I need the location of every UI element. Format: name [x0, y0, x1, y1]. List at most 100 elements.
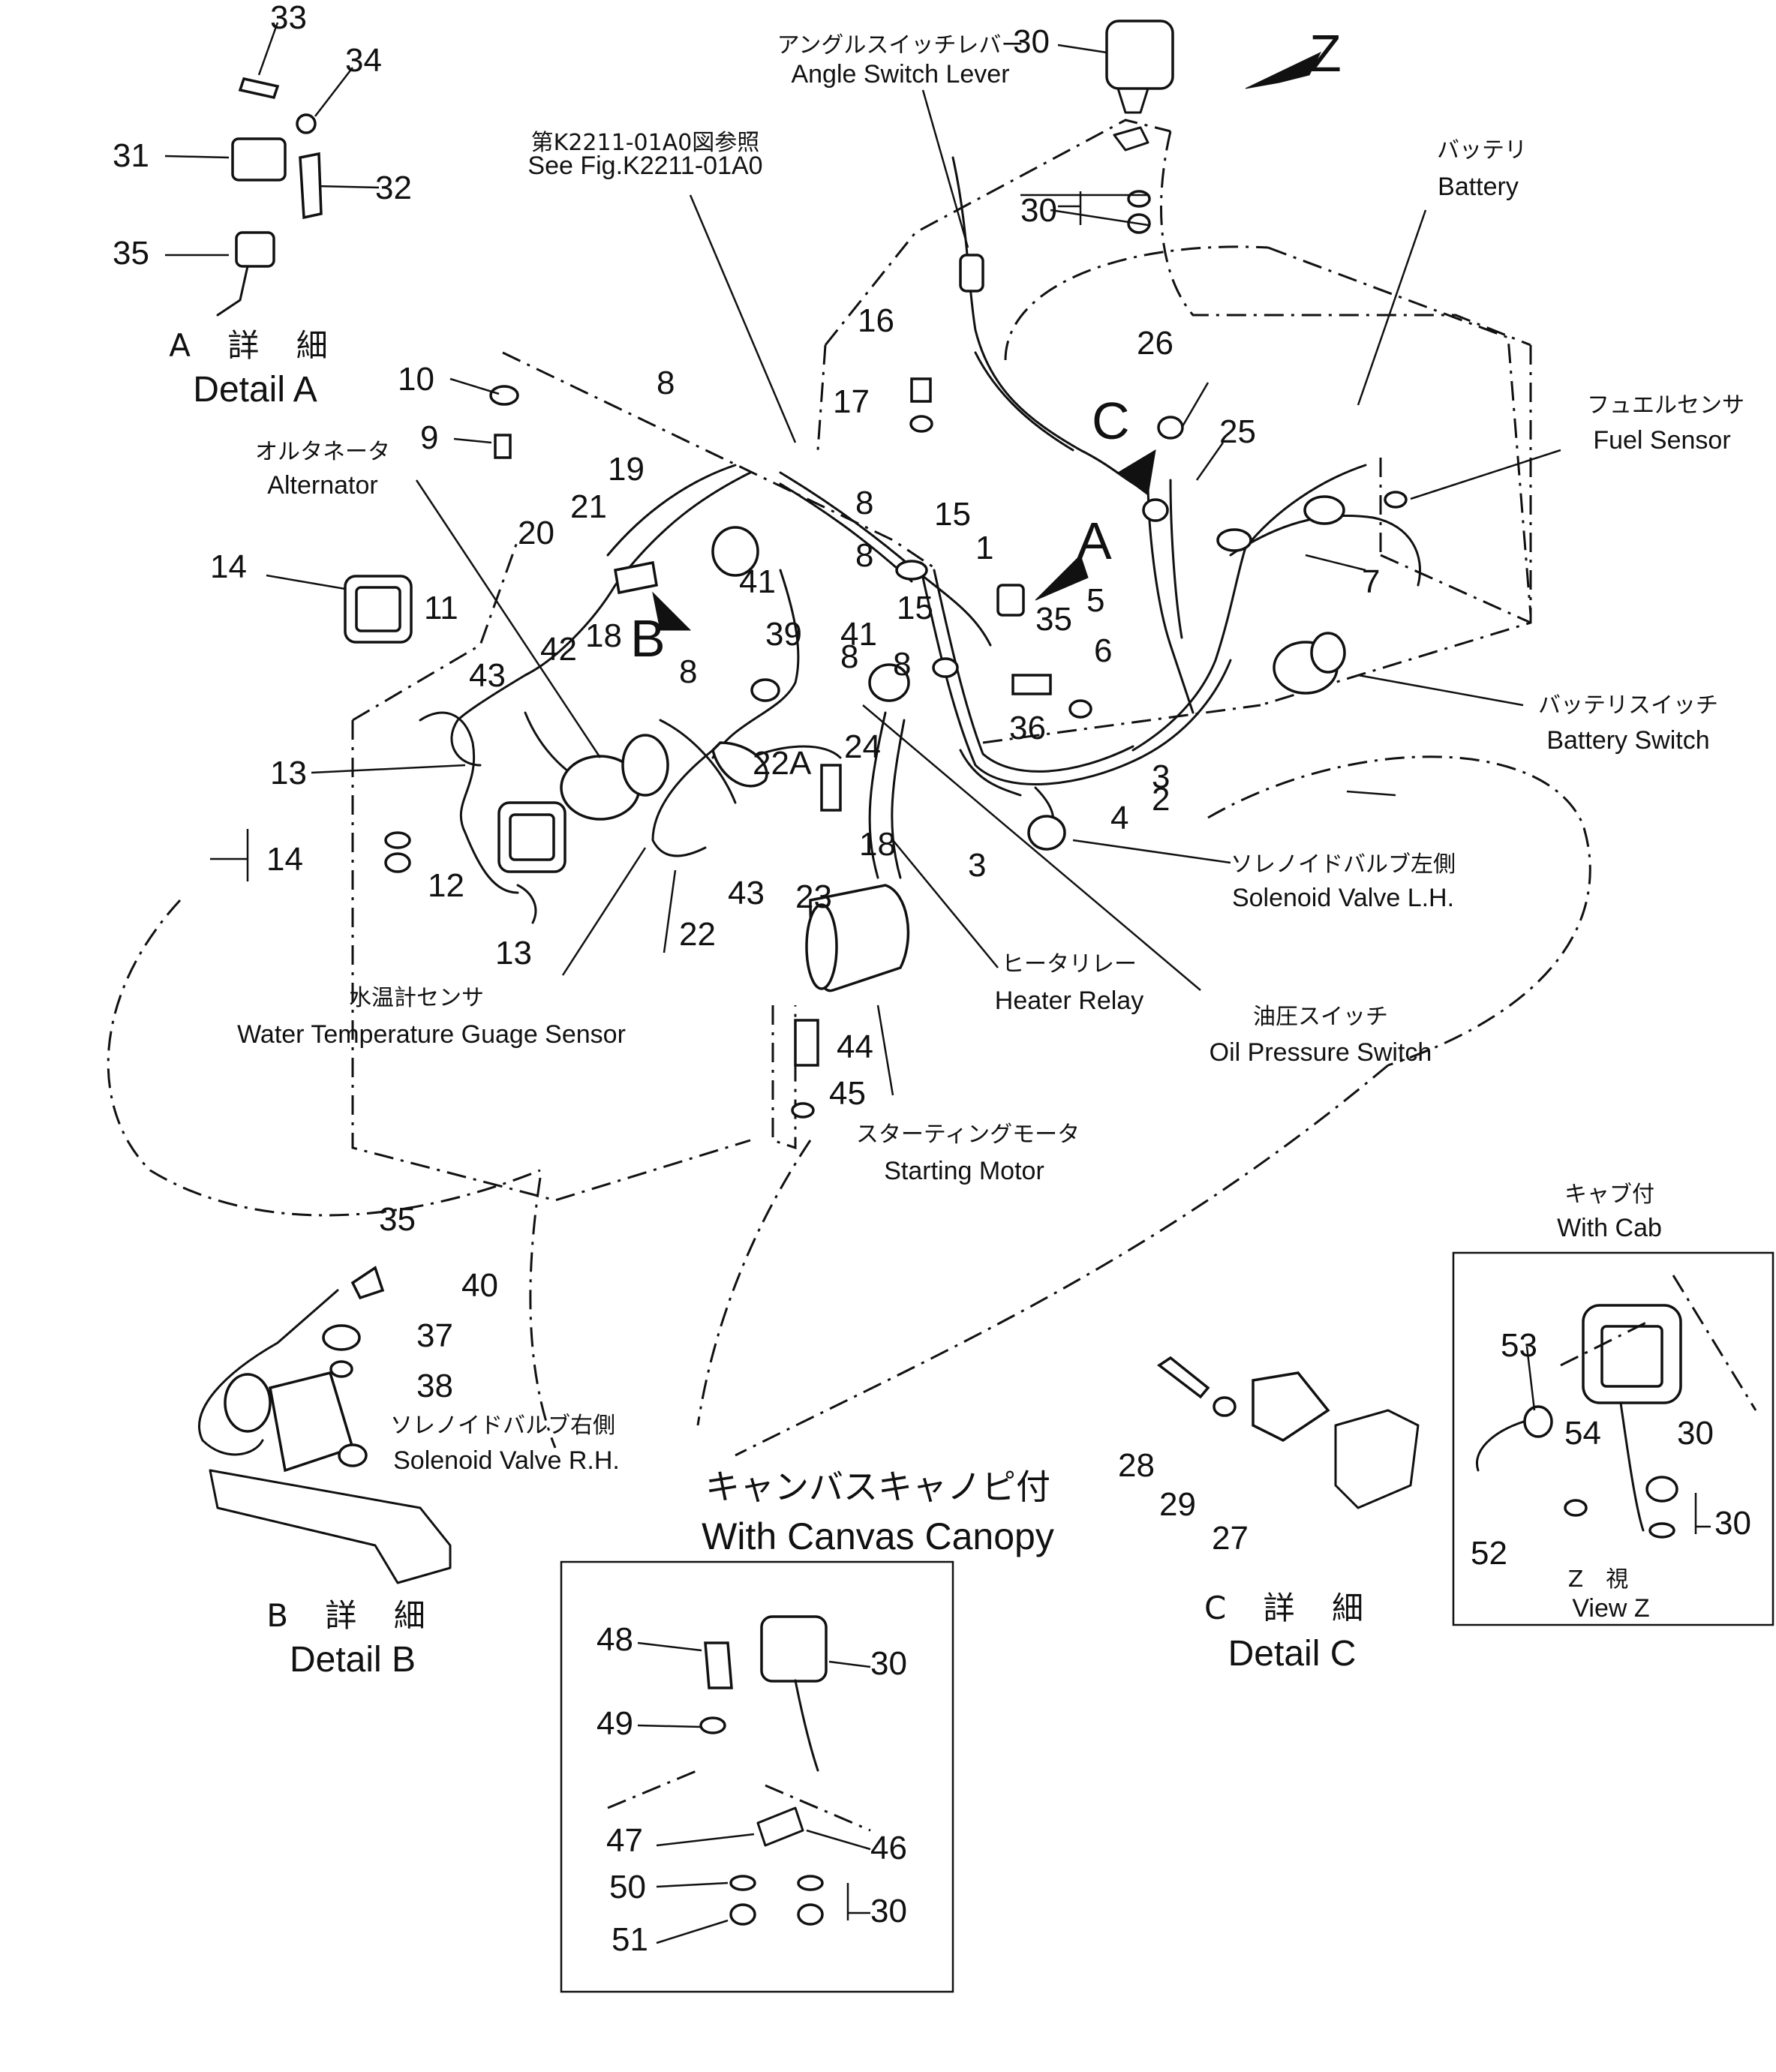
- callout: 2: [1152, 781, 1170, 818]
- detail-b: [198, 1266, 452, 1584]
- fuel-sensor-en: Fuel Sensor: [1593, 426, 1730, 455]
- solenoid-valve-lh: [1027, 815, 1066, 851]
- callout: 8: [657, 365, 675, 401]
- part-callouts: 33 34 31 32 35 30 30 10 9 16 17 8 19 8 2…: [113, 0, 1751, 1958]
- callout: 43: [469, 657, 506, 694]
- fuel-sensor: [1303, 495, 1345, 525]
- arrow-z: [1245, 51, 1322, 89]
- switch-27: [1252, 1371, 1330, 1443]
- heater-relay-en: Heater Relay: [995, 986, 1143, 1015]
- view-z-en: View Z: [1572, 1594, 1649, 1623]
- callout: 33: [270, 0, 307, 36]
- detail-c-jp: C 詳 細: [1204, 1590, 1377, 1626]
- callout: 25: [1219, 413, 1256, 450]
- callout: 3: [1152, 758, 1170, 795]
- callout: 46: [870, 1830, 907, 1866]
- bolt-16: [910, 377, 932, 403]
- letter-z: Z: [1309, 24, 1342, 83]
- water-temp-en: Water Temperature Guage Sensor: [237, 1020, 626, 1049]
- callout: 22A: [753, 745, 812, 782]
- callout: 28: [1118, 1447, 1155, 1484]
- bolt-48: [704, 1641, 733, 1689]
- callout: 8: [855, 537, 873, 574]
- callout: 41: [739, 563, 776, 600]
- component-labels: アングルスイッチレバー Angle Switch Lever 第K2211-01…: [237, 32, 1744, 1623]
- callout: 51: [612, 1921, 648, 1958]
- bracket-32: [299, 152, 323, 220]
- washer-45: [791, 1102, 815, 1119]
- see-fig-en: See Fig.K2211-01A0: [527, 152, 762, 180]
- callout: 36: [1009, 710, 1046, 746]
- callout: 32: [375, 170, 412, 206]
- callout: 23: [795, 878, 832, 915]
- callout: 44: [837, 1028, 873, 1065]
- work-lamp-top: [1105, 20, 1174, 90]
- callout: 47: [606, 1822, 643, 1859]
- callout: 13: [495, 935, 532, 971]
- callout: 6: [1094, 632, 1112, 669]
- callout: 35: [379, 1201, 416, 1238]
- battery-switch-jp: バッテリスイッチ: [1538, 692, 1718, 719]
- view-arrows: [652, 51, 1322, 631]
- washer-29: [1213, 1396, 1237, 1417]
- callout: 30: [1714, 1505, 1751, 1542]
- callout: 42: [540, 631, 577, 668]
- callout: 9: [420, 419, 438, 456]
- callout: 40: [461, 1267, 498, 1304]
- callout: 53: [1501, 1327, 1537, 1364]
- callout: 27: [1212, 1520, 1249, 1557]
- callout: 8: [893, 646, 911, 683]
- callout: 19: [608, 451, 645, 488]
- callout: 24: [844, 728, 881, 765]
- solenoid-lh-en: Solenoid Valve L.H.: [1232, 884, 1454, 912]
- washer-17: [909, 415, 933, 433]
- callout: 50: [609, 1869, 646, 1905]
- heater-relay-jp: ヒータリレー: [1002, 951, 1137, 977]
- callout: 14: [266, 841, 303, 878]
- callout: 34: [345, 42, 382, 79]
- view-letters: Z C A B: [630, 24, 1342, 668]
- callout: 52: [1471, 1535, 1507, 1572]
- callout: 18: [585, 617, 622, 654]
- callout: 7: [1362, 563, 1380, 600]
- detail-captions: A 詳 細 Detail A B 詳 細 Detail B C 詳 細 Deta…: [169, 327, 1377, 1680]
- angle-switch-lever-jp: アングルスイッチレバー: [777, 32, 1024, 59]
- machine-body-outline: [107, 119, 1591, 1457]
- angle-switch-connector: [959, 254, 984, 293]
- callout: 1: [975, 530, 993, 566]
- detail-a: [216, 77, 323, 317]
- water-temp-jp: 水温計センサ: [349, 985, 484, 1011]
- callout: 15: [897, 590, 933, 626]
- view-z-jp: Z 視: [1568, 1566, 1629, 1593]
- callout: 21: [570, 488, 607, 525]
- washer-10: [489, 385, 519, 406]
- callout: 26: [1137, 325, 1173, 362]
- alternator-jp: オルタネータ: [255, 439, 390, 465]
- angle-switch-lever-en: Angle Switch Lever: [791, 60, 1009, 89]
- battery-en: Battery: [1438, 173, 1519, 201]
- callout: 49: [597, 1705, 633, 1742]
- callout: 29: [1159, 1486, 1196, 1523]
- callout: 30: [1677, 1415, 1714, 1452]
- callout: 3: [968, 847, 986, 884]
- callout: 17: [833, 383, 870, 420]
- callout: 43: [728, 875, 765, 911]
- callout: 30: [1013, 23, 1050, 60]
- callout: 39: [765, 616, 802, 653]
- callout: 4: [1110, 800, 1128, 836]
- detail-b-en: Detail B: [290, 1640, 416, 1680]
- canopy-work-lamp: [760, 1615, 828, 1683]
- canvas-canopy-en: With Canvas Canopy: [702, 1515, 1054, 1557]
- callout: 10: [398, 361, 434, 398]
- callout: 35: [113, 235, 149, 272]
- starting-motor-en: Starting Motor: [884, 1157, 1044, 1185]
- components: [344, 20, 1408, 1119]
- bolt-23: [820, 764, 842, 812]
- bolt-20: [613, 560, 659, 595]
- callout: 35: [1035, 601, 1072, 638]
- callout: 37: [416, 1317, 453, 1354]
- callout: 41: [840, 616, 877, 653]
- callout: 30: [870, 1893, 907, 1929]
- callout: 45: [829, 1075, 866, 1112]
